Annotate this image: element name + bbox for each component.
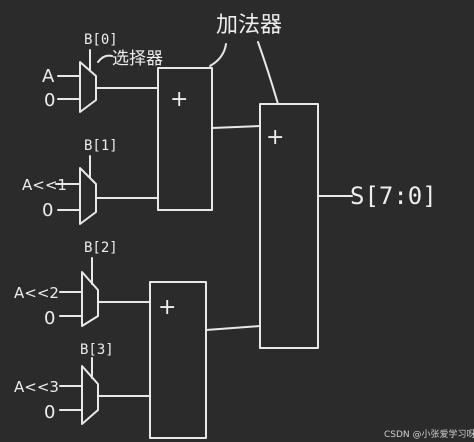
input-label-2: A<<2 xyxy=(14,284,59,302)
sel-label-2: B[2] xyxy=(84,240,118,256)
input-label-3: A<<3 xyxy=(14,378,59,396)
adder-bottom-plus: + xyxy=(158,295,176,320)
mux-2 xyxy=(81,271,99,327)
adder-final-plus: + xyxy=(266,125,284,150)
zero-label-0: 0 xyxy=(44,90,55,111)
adder-pointer-1 xyxy=(209,43,227,67)
adder-pointer-2 xyxy=(257,41,279,105)
adder-bottom xyxy=(149,281,207,439)
wire-adder-bottom-out xyxy=(205,325,261,331)
output-label: S[7:0] xyxy=(350,182,437,210)
wire-adder-top-out xyxy=(211,125,261,129)
sel-label-1: B[1] xyxy=(84,138,118,154)
input-label-0: A xyxy=(42,66,55,87)
input-label-1: A<<1 xyxy=(22,176,67,194)
adder-top xyxy=(157,67,213,211)
mux-3 xyxy=(81,365,99,425)
adder-top-plus: + xyxy=(170,87,188,112)
zero-label-3: 0 xyxy=(44,402,55,423)
adder-annotation: 加法器 xyxy=(216,13,282,38)
watermark: CSDN @小张爱学习呀 xyxy=(384,428,474,440)
selector-pointer xyxy=(97,54,113,63)
selector-annotation: 选择器 xyxy=(112,49,163,69)
zero-label-1: 0 xyxy=(42,200,53,221)
zero-label-2: 0 xyxy=(44,308,55,329)
sel-label-0: B[0] xyxy=(84,32,118,48)
mux-0 xyxy=(79,61,97,113)
mux-1 xyxy=(79,167,97,225)
sel-label-3: B[3] xyxy=(80,342,114,358)
adder-final xyxy=(259,103,319,349)
